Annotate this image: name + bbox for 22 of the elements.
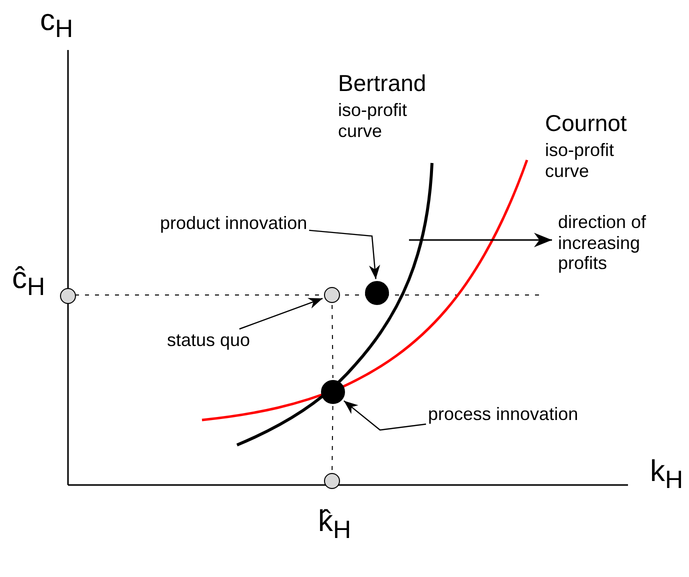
curve-label: Bertrand [338, 70, 426, 96]
curve-label: Cournot [545, 110, 627, 136]
axis-value-label: ĉ$_{H}$ [12, 262, 46, 302]
axis-value-label: k̂$_{H}$ [318, 505, 352, 545]
leader-line [309, 230, 380, 280]
status-quo-point [324, 287, 340, 303]
leader-line [239, 298, 323, 330]
curve-label: iso-profit curve [338, 100, 408, 142]
equilibrium-point [321, 380, 345, 404]
axis-label: k$_{H}$ [650, 455, 684, 495]
callout-text: process innovation [428, 404, 578, 425]
dashed-guide-line [332, 304, 334, 378]
curve-label: iso-profit curve [545, 140, 616, 182]
arrow-label: direction of increasing profits [558, 212, 648, 274]
axis-label: c$_{H}$ [40, 4, 74, 44]
dashed-guide-line [332, 406, 334, 472]
leader-line [344, 400, 426, 431]
axis-point-marker [324, 473, 340, 489]
callout-text: status quo [167, 330, 250, 351]
equilibrium-point [365, 281, 389, 305]
axis-point-marker [60, 288, 76, 304]
callout-text: product innovation [160, 213, 308, 234]
